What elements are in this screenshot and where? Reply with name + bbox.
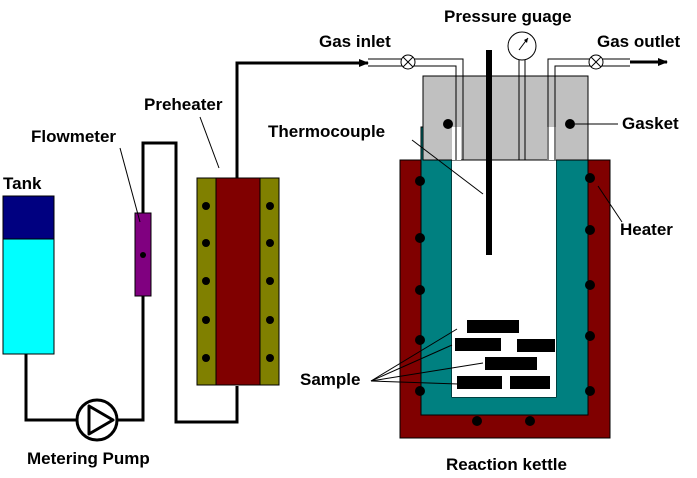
label-preheater: Preheater: [144, 95, 223, 114]
sample-block: [485, 357, 537, 370]
tank-liquid: [2, 238, 55, 355]
pipe-pump-to-flowmeter: [116, 296, 145, 422]
label-gas-outlet: Gas outlet: [597, 32, 680, 51]
sample-leader: [370, 328, 458, 382]
thermocouple-leader: [411, 139, 484, 195]
leader-lines: [119, 116, 623, 385]
pipe-tank-to-pump: [24, 354, 76, 422]
heater-elements: [415, 173, 595, 426]
label-gasket: Gasket: [622, 114, 679, 133]
label-thermocouple: Thermocouple: [268, 122, 385, 141]
flowmeter-float: [140, 252, 146, 258]
sample-leader: [370, 344, 453, 382]
label-heater: Heater: [620, 220, 673, 239]
preheater: [196, 177, 280, 386]
sample-block: [510, 376, 550, 389]
lid-gap-right: [547, 127, 556, 160]
sample-block: [517, 339, 555, 352]
pipe-preheater-to-inlet: [235, 61, 347, 178]
label-metering-pump: Metering Pump: [27, 449, 150, 468]
label-pressure-gauge: Pressure guage: [444, 7, 572, 26]
sample-leader: [370, 362, 484, 382]
sample-leader: [370, 380, 459, 385]
flowmeter-leader: [119, 147, 141, 223]
tank-top: [2, 195, 55, 240]
samples: [455, 320, 555, 389]
pipe-flowmeter-to-preheater: [141, 141, 239, 424]
inlet-valve-icon: [400, 54, 416, 70]
labels: Tank Flowmeter Preheater Metering Pump G…: [3, 7, 680, 474]
gas-inlet-line: [368, 58, 464, 160]
preheater-core: [215, 177, 261, 386]
pump-arrow-icon: [87, 404, 115, 436]
heater-leader: [597, 185, 623, 223]
label-sample: Sample: [300, 370, 360, 389]
label-flowmeter: Flowmeter: [31, 127, 116, 146]
lid: [422, 75, 589, 161]
gasket-right: [565, 119, 575, 129]
metering-pump: [75, 398, 119, 442]
flowmeter: [134, 212, 152, 297]
outlet-valve-icon: [588, 54, 604, 70]
piping: [24, 61, 347, 424]
preheater-leader: [199, 116, 220, 169]
label-gas-inlet: Gas inlet: [319, 32, 391, 51]
label-tank: Tank: [3, 174, 42, 193]
sample-block: [455, 338, 501, 351]
gasket-left: [443, 119, 453, 129]
tank: [2, 195, 55, 355]
label-reaction-kettle: Reaction kettle: [446, 455, 567, 474]
reaction-kettle: [368, 31, 668, 439]
pressure-gauge: [507, 31, 537, 160]
preheater-elements: [202, 202, 274, 362]
sample-block: [467, 320, 519, 333]
sample-block: [457, 376, 502, 389]
